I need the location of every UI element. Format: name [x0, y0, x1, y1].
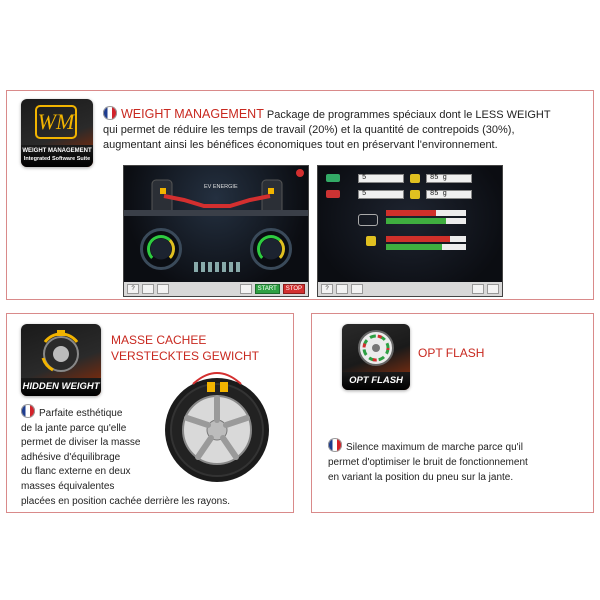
hw-text-line1: Parfaite esthétique: [39, 408, 123, 419]
opt-flash-title: OPT FLASH: [418, 346, 485, 360]
hw-text-line7: placées en position cachée derrière les …: [21, 495, 231, 507]
wm-badge-line1: WEIGHT MANAGEMENT: [22, 148, 92, 154]
of-text-line1: Silence maximum de marche parce qu'il: [346, 442, 523, 453]
toolbar2-button-2[interactable]: [336, 284, 348, 294]
hidden-weight-logo: HIDDEN WEIGHT: [21, 324, 101, 396]
balancer-screen-2: 5 85 g 5 85 g ?: [317, 165, 503, 297]
screen2-icon-2: [326, 190, 340, 198]
rim-icon: [358, 330, 394, 366]
hw-text-line2: de la jante parce qu'elle: [21, 422, 127, 434]
bar-4-green: [386, 244, 442, 250]
value-field-3: 5: [358, 190, 404, 199]
center-indicators: [194, 262, 240, 272]
french-flag-icon-3: [328, 438, 342, 452]
toolbar-button-2[interactable]: [142, 284, 154, 294]
left-plane-gauge: [140, 228, 182, 270]
tire-illustration: [165, 372, 269, 482]
wm-text-line3: augmentant ainsi les bénéfices économiqu…: [103, 139, 498, 151]
wm-letters: WM: [35, 105, 77, 139]
hw-text-line3: permet de diviser la masse: [21, 437, 141, 449]
hidden-weight-title-line1: MASSE CACHEE: [111, 333, 207, 347]
value-field-1: 5: [358, 174, 404, 183]
weight-icon-3: [366, 236, 376, 246]
close-icon[interactable]: [296, 169, 304, 177]
hidden-weight-description: Parfaite esthétique de la jante parce qu…: [21, 404, 291, 509]
help-button-2[interactable]: ?: [321, 284, 333, 294]
screen2-icon-1: [326, 174, 340, 182]
opt-flash-logo: OPT FLASH: [342, 324, 410, 390]
wm-text-line2: qui permet de réduire les temps de trava…: [103, 124, 515, 136]
screen1-toolbar: ? START STOP: [124, 282, 308, 296]
tire-weight-icon: [41, 330, 79, 372]
value-field-2: 85 g: [426, 174, 472, 183]
wheel-profile-graphic: [124, 179, 308, 216]
bar-3-red: [386, 236, 450, 242]
toolbar2-button-5[interactable]: [487, 284, 499, 294]
opt-flash-panel: OPT FLASH OPT FLASH Silence maximum de m…: [311, 313, 594, 513]
mode-label: EV ENERGIE: [204, 184, 238, 190]
bar-2-green: [386, 218, 446, 224]
balancer-screen-1: EV ENERGIE ? START STOP: [123, 165, 309, 297]
of-text-line2: permet d'optimiser le bruit de fonctionn…: [328, 457, 528, 468]
value-field-4: 85 g: [426, 190, 472, 199]
help-button[interactable]: ?: [127, 284, 139, 294]
weight-management-panel: WM WEIGHT MANAGEMENT Integrated Software…: [6, 90, 594, 300]
hw-first-line: Parfaite esthétique: [21, 404, 291, 422]
hidden-weight-panel: HIDDEN WEIGHT MASSE CACHEE VERSTECKTES G…: [6, 313, 294, 513]
weight-management-logo: WM WEIGHT MANAGEMENT Integrated Software…: [21, 99, 93, 167]
weight-icon-1: [410, 174, 420, 183]
wm-badge-caption: WEIGHT MANAGEMENT Integrated Software Su…: [21, 145, 93, 167]
toolbar-button-4[interactable]: [239, 284, 252, 294]
right-plane-gauge: [250, 228, 292, 270]
wm-text-line1: Package de programmes spéciaux dont le L…: [266, 109, 551, 121]
hidden-weight-badge-caption: HIDDEN WEIGHT: [21, 378, 101, 396]
hidden-weight-title: MASSE CACHEE VERSTECKTES GEWICHT: [111, 332, 259, 364]
start-button[interactable]: START: [254, 284, 280, 294]
of-first-line: Silence maximum de marche parce qu'il: [328, 438, 590, 455]
hw-text-line6: masses équivalentes: [21, 480, 115, 492]
hw-text-line4: adhésive d'équilibrage: [21, 451, 121, 463]
french-flag-icon-2: [21, 404, 35, 418]
weight-management-description: WEIGHT MANAGEMENT Package de programmes …: [103, 106, 589, 153]
bar-3-white: [450, 236, 466, 242]
bar-1-red: [386, 210, 436, 216]
hidden-weight-title-line2: VERSTECKTES GEWICHT: [111, 349, 260, 363]
screen2-toolbar: ?: [318, 282, 502, 296]
opt-flash-badge-caption: OPT FLASH: [342, 372, 410, 390]
weight-icon-2: [410, 190, 420, 199]
wm-title: WEIGHT MANAGEMENT: [121, 107, 264, 121]
opt-flash-description: Silence maximum de marche parce qu'il pe…: [328, 438, 590, 485]
hw-text-line5: du flanc externe en deux: [21, 466, 131, 478]
toolbar2-button-3[interactable]: [351, 284, 363, 294]
wm-badge-line2: Integrated Software Suite: [23, 156, 91, 162]
wm-first-line: WEIGHT MANAGEMENT Package de programmes …: [103, 106, 589, 123]
bar-1-white: [436, 210, 466, 216]
french-flag-icon: [103, 106, 117, 120]
toolbar-button-3[interactable]: [157, 284, 169, 294]
stop-button[interactable]: STOP: [282, 284, 305, 294]
toolbar2-button-4[interactable]: [472, 284, 484, 294]
bar-4-white: [442, 244, 466, 250]
of-text-line3: en variant la position du pneu sur la ja…: [328, 472, 514, 483]
spoke-icon: [358, 214, 378, 226]
bar-2-white: [446, 218, 466, 224]
